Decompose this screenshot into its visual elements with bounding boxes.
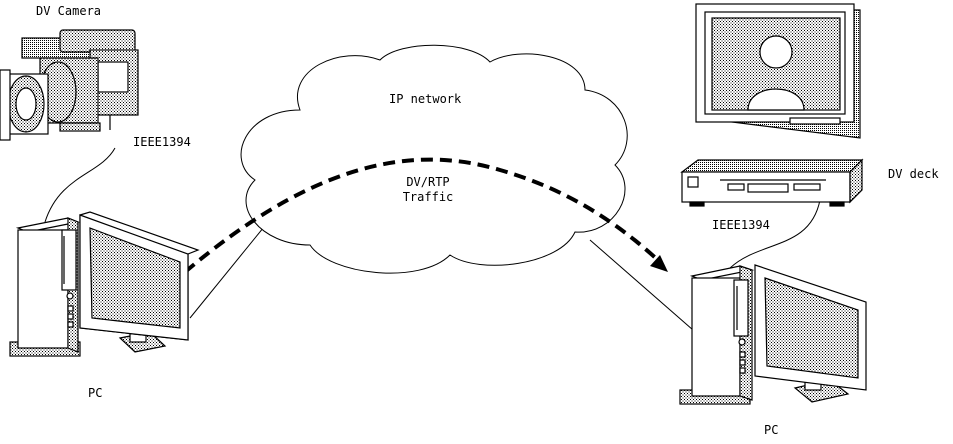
pc-left-to-network-link <box>189 221 269 319</box>
ieee1394-right-label: IEEE1394 <box>712 218 770 232</box>
traffic-label-line1: DV/RTP <box>406 175 450 189</box>
network-to-pc-right-link <box>589 239 694 331</box>
desktop-computer-icon <box>679 264 867 405</box>
ieee1394-left-label: IEEE1394 <box>133 135 191 149</box>
ip-network-label: IP network <box>389 92 462 106</box>
deck-to-pc-right-cable <box>729 199 821 269</box>
pc-right-label: PC <box>764 423 779 437</box>
monitor-icon <box>695 3 861 139</box>
pc-left-label: PC <box>88 386 103 400</box>
camera-label: DV Camera <box>36 4 102 18</box>
dv-deck-label: DV deck <box>888 167 939 181</box>
dashed-arrow-icon <box>183 157 668 274</box>
dv-deck-icon <box>680 158 864 207</box>
connection-lines <box>44 147 821 331</box>
cloud-icon <box>240 44 628 274</box>
traffic-label-line2: Traffic <box>402 190 454 204</box>
desktop-computer-icon <box>9 211 200 357</box>
video-camera-icon <box>0 29 139 141</box>
camera-to-pc-cable <box>44 147 116 223</box>
